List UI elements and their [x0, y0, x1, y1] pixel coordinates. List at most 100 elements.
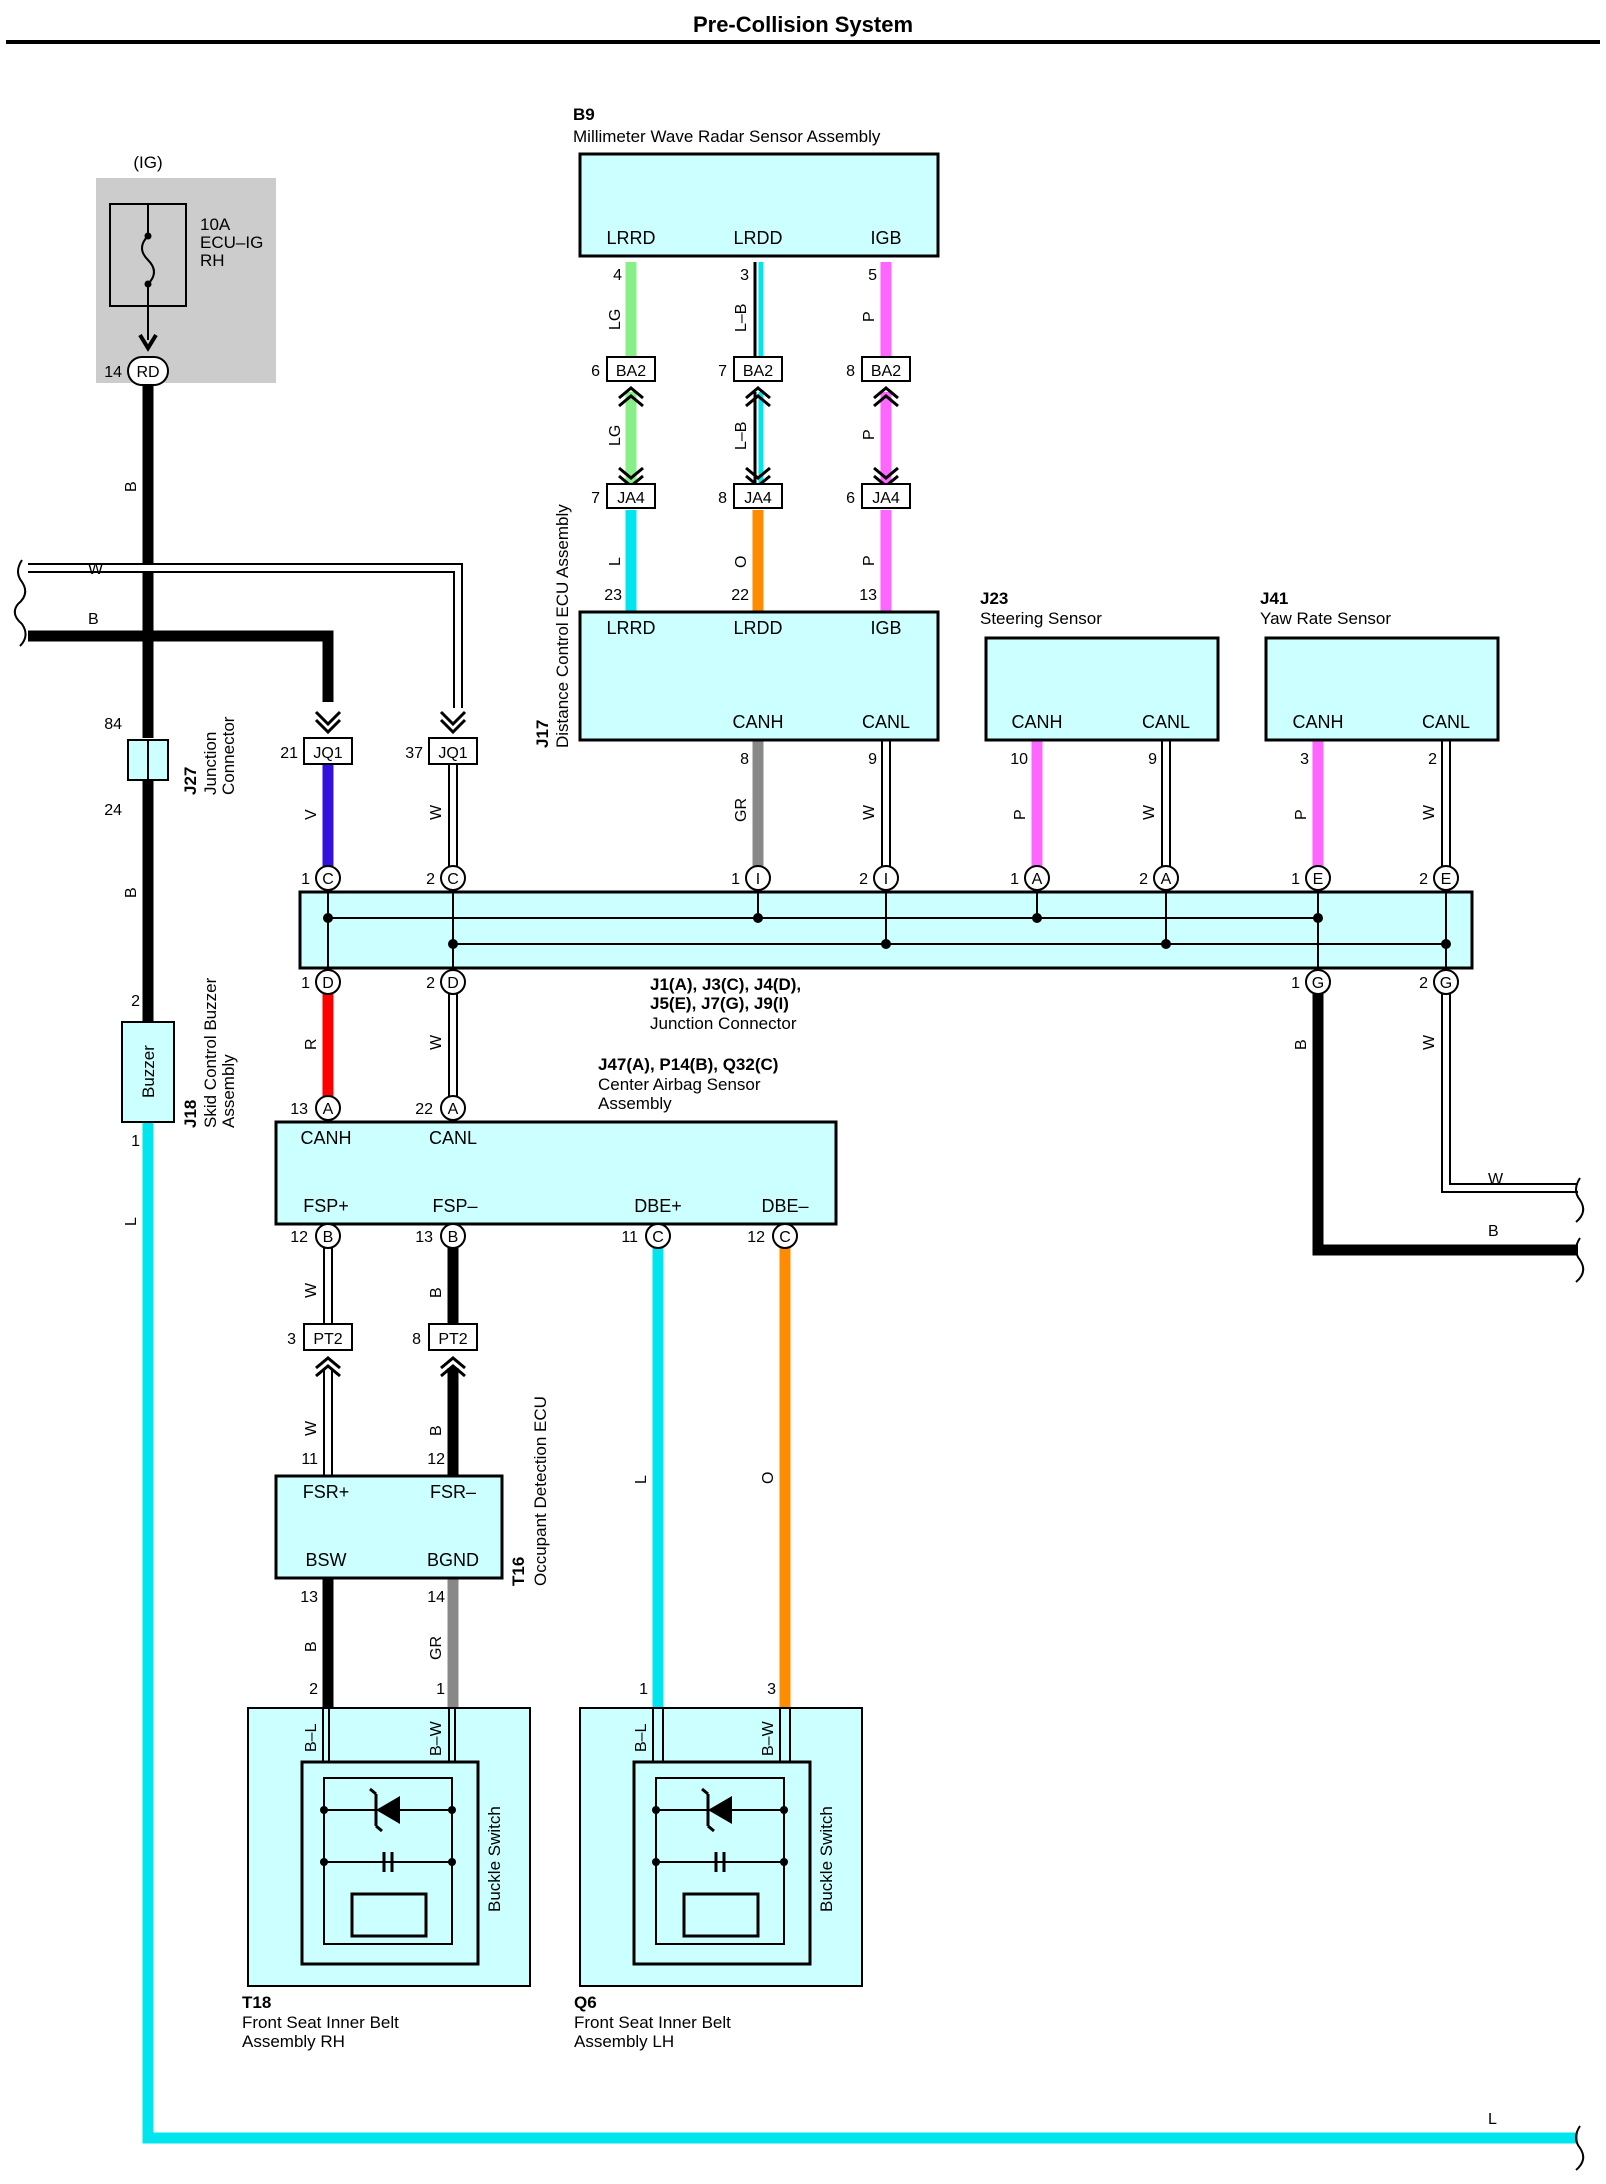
- diagram-label: B: [448, 1229, 459, 1246]
- diagram-label: CANH: [1011, 712, 1062, 732]
- page-title: Pre-Collision System: [693, 12, 913, 37]
- center-airbag-sensor: J47(A), P14(B), Q32(C) Center Airbag Sen…: [274, 1055, 838, 1226]
- diagram-label: 13: [415, 1229, 433, 1246]
- diagram-label: 12: [747, 1229, 765, 1246]
- diagram-label: BA2: [871, 363, 901, 380]
- fuse-block: (IG) 10A ECU–IG RH RD 14: [96, 153, 276, 386]
- airbag-codes: J47(A), P14(B), Q32(C): [598, 1055, 778, 1074]
- j27-name-1: Junction: [201, 732, 220, 795]
- pt2-connectors: PT2 PT2 3 8: [287, 1323, 478, 1378]
- diagram-label: P: [861, 311, 878, 322]
- airbag-name-2: Assembly: [598, 1094, 672, 1113]
- j17-distance-control-ecu: LRRD LRDD IGB CANH CANL 23 22 13 8 9 J17…: [533, 504, 940, 768]
- j23-steering-sensor: J23 Steering Sensor CANH CANL 10 9: [980, 589, 1220, 768]
- diagram-label: CANL: [429, 1128, 477, 1148]
- diagram-label: B: [428, 1425, 445, 1436]
- fuse-pin: 14: [104, 364, 122, 381]
- t16-name: Occupant Detection ECU: [531, 1396, 550, 1586]
- t18-belt-assembly-rh: Buckle Switch 2 1 T18 Front Seat Inner B…: [242, 1681, 531, 2051]
- diagram-label: JA4: [617, 490, 645, 507]
- zener-diode-icon: [701, 1787, 732, 1833]
- diagram-label: C: [447, 871, 459, 888]
- diagram-label: B: [88, 611, 99, 628]
- diagram-label: A: [323, 1101, 334, 1118]
- diagram-label: 7: [718, 363, 727, 380]
- diagram-label: 22: [415, 1101, 433, 1118]
- diagram-label: 3: [740, 267, 749, 284]
- diagram-label: W: [1421, 1034, 1438, 1050]
- diagram-label: B–L: [303, 1723, 320, 1752]
- diagram-label: Buckle Switch: [817, 1806, 836, 1912]
- diagram-label: LRRD: [606, 618, 655, 638]
- airbag-name-1: Center Airbag Sensor: [598, 1075, 761, 1094]
- diagram-label: 1: [731, 871, 740, 888]
- diagram-label: A: [1161, 871, 1172, 888]
- diagram-label: 4: [613, 267, 622, 284]
- jq1-connectors: JQ1 JQ1 21 37: [280, 710, 478, 765]
- diagram-label: P: [861, 555, 878, 566]
- diagram-label: B: [428, 1287, 445, 1298]
- diagram-label: P: [861, 429, 878, 440]
- diagram-label: I: [756, 871, 760, 888]
- diagram-label: 8: [846, 363, 855, 380]
- fuse-name-2: RH: [200, 251, 225, 270]
- diagram-label: BA2: [743, 363, 773, 380]
- diagram-label: 6: [591, 363, 600, 380]
- diagram-label: 1: [1291, 975, 1300, 992]
- diagram-label: CANL: [1142, 712, 1190, 732]
- diagram-label: W: [861, 804, 878, 820]
- diagram-label: 1: [639, 1681, 648, 1698]
- diagram-label: B: [1488, 1223, 1499, 1240]
- diagram-label: BGND: [427, 1550, 479, 1570]
- diagram-label: LG: [607, 425, 624, 446]
- diagram-label: LG: [607, 309, 624, 330]
- diagram-label: V: [303, 809, 320, 820]
- diagram-label: 1: [1010, 871, 1019, 888]
- diagram-label: W: [1421, 804, 1438, 820]
- diagram-label: 7: [591, 490, 600, 507]
- diagram-label: L–B: [733, 422, 750, 450]
- diagram-label: I: [884, 871, 888, 888]
- diagram-label: LRDD: [733, 228, 782, 248]
- diagram-label: W: [1141, 804, 1158, 820]
- j27-code: J27: [181, 767, 200, 795]
- diagram-label: D: [322, 975, 334, 992]
- diagram-label: GR: [428, 1636, 445, 1660]
- j23-code: J23: [980, 589, 1008, 608]
- fuse-source: (IG): [133, 153, 162, 172]
- diagram-label: B–L: [633, 1723, 650, 1752]
- diagram-label: 11: [301, 1451, 318, 1468]
- diagram-label: W: [303, 1282, 320, 1298]
- j23-name: Steering Sensor: [980, 609, 1102, 628]
- diagram-label: CANH: [300, 1128, 351, 1148]
- diagram-label: C: [779, 1229, 791, 1246]
- ja4-connectors: JA4 JA4 JA4 7 8 6: [591, 483, 911, 509]
- diagram-label: G: [1312, 975, 1324, 992]
- diagram-label: 2: [426, 871, 435, 888]
- diagram-label: E: [1313, 871, 1324, 888]
- diagram-label: P: [1012, 809, 1029, 820]
- diagram-label: 1: [1291, 871, 1300, 888]
- fuse-name-1: ECU–IG: [200, 233, 263, 252]
- diagram-label: JQ1: [313, 745, 342, 762]
- diagram-label: 9: [1148, 751, 1157, 768]
- diagram-label: DBE+: [634, 1196, 682, 1216]
- diagram-label: B: [323, 1229, 334, 1246]
- diagram-label: GR: [733, 798, 750, 822]
- diagram-label: 9: [868, 751, 877, 768]
- diagram-label: 22: [731, 587, 749, 604]
- diagram-label: 3: [1300, 751, 1309, 768]
- diagram-label: 8: [718, 490, 727, 507]
- diagram-label: 13: [300, 1589, 318, 1606]
- t16-code: T16: [509, 1557, 528, 1586]
- diagram-label: 1: [301, 975, 310, 992]
- diagram-label: W: [428, 1034, 445, 1050]
- diagram-label: FSR+: [303, 1482, 350, 1502]
- junction-connector: J1(A), J3(C), J4(D), J5(E), J7(G), J9(I)…: [298, 880, 1474, 1033]
- diagram-label: 10: [1010, 751, 1028, 768]
- b9-radar-sensor: B9 Millimeter Wave Radar Sensor Assembly…: [573, 105, 940, 284]
- t18-name-2: Assembly RH: [242, 2032, 345, 2051]
- diagram-label: 24: [104, 802, 122, 819]
- diagram-label: O: [760, 1472, 777, 1484]
- diagram-label: 14: [427, 1589, 445, 1606]
